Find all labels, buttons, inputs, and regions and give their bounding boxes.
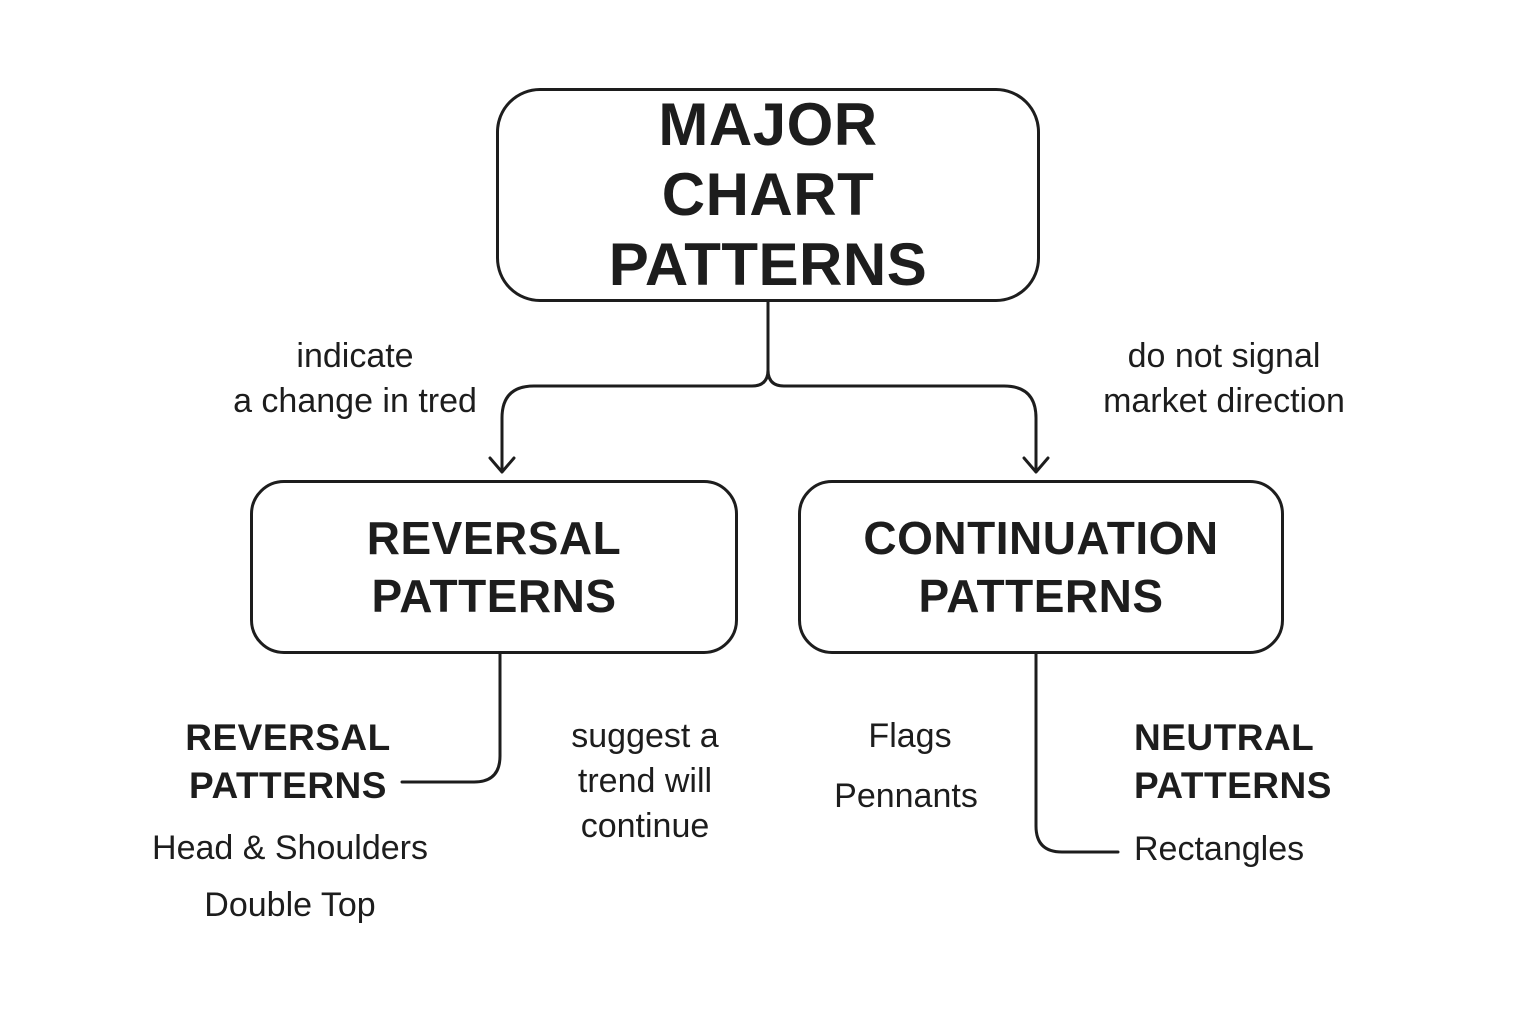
neutral-group-heading: NEUTRAL PATTERNS bbox=[1134, 717, 1332, 806]
reversal-patterns-node: REVERSAL PATTERNS bbox=[250, 480, 738, 654]
continuation-note: suggest a trend will continue bbox=[571, 717, 719, 845]
root-node-major-chart-patterns: MAJOR CHART PATTERNS bbox=[496, 88, 1040, 302]
reversal-item-head-and-shoulders: Head & Shoulders bbox=[152, 829, 428, 867]
continuation-node-line2: PATTERNS bbox=[918, 570, 1164, 622]
continuation-node-line1: CONTINUATION bbox=[863, 512, 1219, 564]
reversal-item-double-top: Double Top bbox=[204, 886, 376, 924]
edge-reversal-to-group bbox=[400, 652, 502, 784]
reversal-node-line2: PATTERNS bbox=[371, 570, 617, 622]
continuation-item-flags: Flags bbox=[868, 717, 952, 755]
neutral-item-rectangles: Rectangles bbox=[1134, 830, 1305, 868]
edge-continuation-to-neutral bbox=[1034, 652, 1120, 854]
edge-label-right: do not signal market direction bbox=[1103, 337, 1345, 420]
continuation-patterns-node: CONTINUATION PATTERNS bbox=[798, 480, 1284, 654]
arrowhead-reversal bbox=[488, 456, 516, 474]
reversal-group-heading: REVERSAL PATTERNS bbox=[185, 717, 391, 806]
root-node-line1: MAJOR bbox=[658, 91, 878, 158]
continuation-item-pennants: Pennants bbox=[834, 777, 978, 815]
edge-root-to-reversal bbox=[500, 300, 770, 472]
reversal-node-line1: REVERSAL bbox=[366, 512, 622, 564]
edge-label-left: indicate a change in tred bbox=[233, 337, 477, 420]
edge-root-to-continuation bbox=[766, 300, 1038, 472]
arrowhead-continuation bbox=[1022, 456, 1050, 474]
root-node-line2: CHART PATTERNS bbox=[608, 161, 928, 298]
